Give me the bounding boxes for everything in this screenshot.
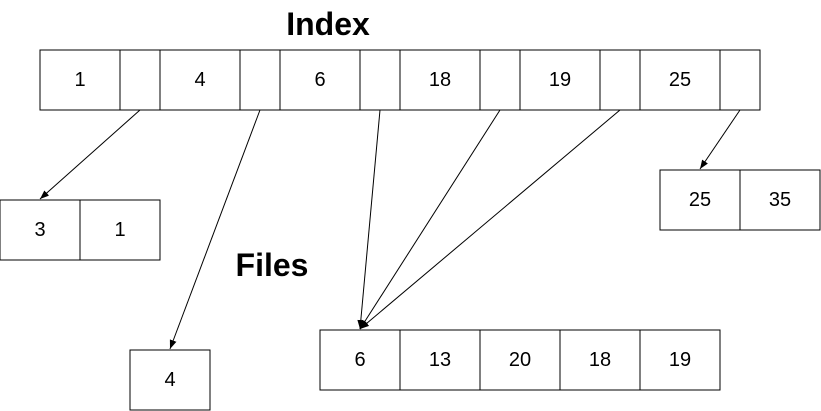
- file-value: 35: [769, 189, 791, 211]
- index-pointer-cell: [599, 49, 641, 111]
- index-key: 4: [194, 69, 205, 91]
- pointer-arrow: [359, 109, 501, 330]
- index-cell: [279, 49, 361, 111]
- file-value: 18: [589, 349, 611, 371]
- index-key: 18: [429, 69, 451, 91]
- file-value: 20: [509, 349, 531, 371]
- index-pointer-cell: [479, 49, 521, 111]
- file-cell: [479, 329, 561, 391]
- file-cell: [399, 329, 481, 391]
- index-pointer-cell: [359, 49, 401, 111]
- index-cell: [639, 49, 721, 111]
- files-title: Files: [236, 247, 309, 283]
- file-value: 25: [689, 189, 711, 211]
- index-pointer-cell: [719, 49, 761, 111]
- index-key: 1: [74, 69, 85, 91]
- index-key: 25: [669, 69, 691, 91]
- file-value: 6: [354, 349, 365, 371]
- pointer-arrow: [39, 109, 141, 200]
- index-title: Index: [286, 6, 370, 42]
- file-cell: [319, 329, 401, 391]
- file-block: 25 35: [659, 169, 821, 231]
- pointer-arrow: [169, 109, 261, 350]
- file-cell: [739, 169, 821, 231]
- file-block: 6 13 20 18 19: [319, 329, 721, 391]
- index-cell: [159, 49, 241, 111]
- index-cell: [39, 49, 121, 111]
- index-row: 1 4 6 18 19 25: [39, 49, 761, 111]
- file-value: 1: [114, 219, 125, 241]
- file-block: 3 1: [0, 199, 161, 261]
- index-cell: [519, 49, 601, 111]
- file-cell: [659, 169, 741, 231]
- index-pointer-cell: [239, 49, 281, 111]
- file-cell: [559, 329, 641, 391]
- pointer-arrow: [357, 109, 381, 330]
- file-value: 3: [34, 219, 45, 241]
- file-cell: [129, 349, 211, 411]
- pointer-arrow: [699, 109, 741, 170]
- file-value: 19: [669, 349, 691, 371]
- file-value: 4: [164, 369, 175, 391]
- file-value: 13: [429, 349, 451, 371]
- file-cell: [0, 199, 81, 261]
- index-cell: [399, 49, 481, 111]
- file-cell: [639, 329, 721, 391]
- pointer-arrow: [359, 109, 621, 330]
- index-key: 19: [549, 69, 571, 91]
- index-key: 6: [314, 69, 325, 91]
- file-cell: [79, 199, 161, 261]
- index-pointer-cell: [119, 49, 161, 111]
- file-block: 4: [129, 349, 211, 411]
